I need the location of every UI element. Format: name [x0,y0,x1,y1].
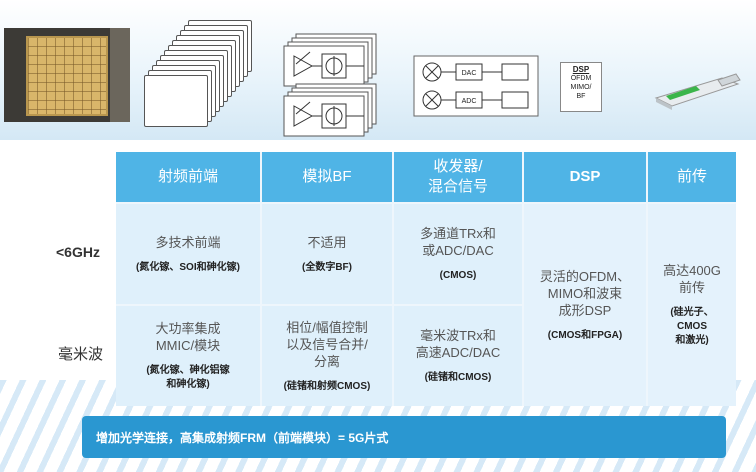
summary-banner: 增加光学连接，高集成射频FRM（前端模块）= 5G片式 [82,416,726,458]
dsp-chip-line: MIMO/ [570,84,592,91]
cell-sub6-rf-frontend: 多技术前端(氮化镓、SOI和砷化镓) [116,204,260,304]
rf-frontend-card-stack [140,20,260,138]
header-rf-frontend: 射频前端 [116,152,260,202]
header-analog-bf: 模拟BF [262,152,392,202]
header-transceiver: 收发器/ 混合信号 [394,152,522,202]
dsp-chip-box: DSP OFDM MIMO/ BF [560,62,602,112]
cell-mmwave-rf-frontend: 大功率集成 MMIC/模块(氮化镓、砷化铝镓 和砷化镓) [116,306,260,406]
illustration-strip: DAC ADC DSP OFDM MIMO/ BF [0,0,756,140]
adc-label: ADC [462,98,477,105]
dsp-chip-line: OFDM [570,75,592,82]
cell-sub6-analog-bf: 不适用(全数字BF) [262,204,392,304]
cell-dsp-shared: 灵活的OFDM、 MIMO和波束 成形DSP(CMOS和FPGA) [524,204,646,406]
row-label-mmwave: 毫米波 [58,346,104,363]
optical-transceiver-icon [654,73,741,110]
dsp-chip-line: BF [576,93,586,100]
cell-fronthaul-shared: 高达400G 前传(硅光子、 CMOS 和激光) [648,204,736,406]
cell-mmwave-analog-bf: 相位/幅值控制 以及信号合并/ 分离(硅锗和射频CMOS) [262,306,392,406]
dac-label: DAC [462,70,477,77]
antenna-board [26,36,108,116]
transceiver-block-icon: DAC ADC [413,55,539,117]
rf-module-card [144,75,208,127]
antenna-array-photo [4,28,130,122]
header-fronthaul: 前传 [648,152,736,202]
cell-sub6-transceiver: 多通道TRx和 或ADC/DAC(CMOS) [394,204,522,304]
header-dsp: DSP [524,152,646,202]
analog-bf-modules-icon [283,33,377,137]
cell-mmwave-transceiver: 毫米波TRx和 高速ADC/DAC(硅锗和CMOS) [394,306,522,406]
dsp-chip-title: DSP [572,65,590,74]
row-label-sub6ghz: <6GHz [56,244,100,260]
technology-table: 射频前端 模拟BF 收发器/ 混合信号 DSP 前传 多技术前端(氮化镓、SOI… [116,152,736,406]
